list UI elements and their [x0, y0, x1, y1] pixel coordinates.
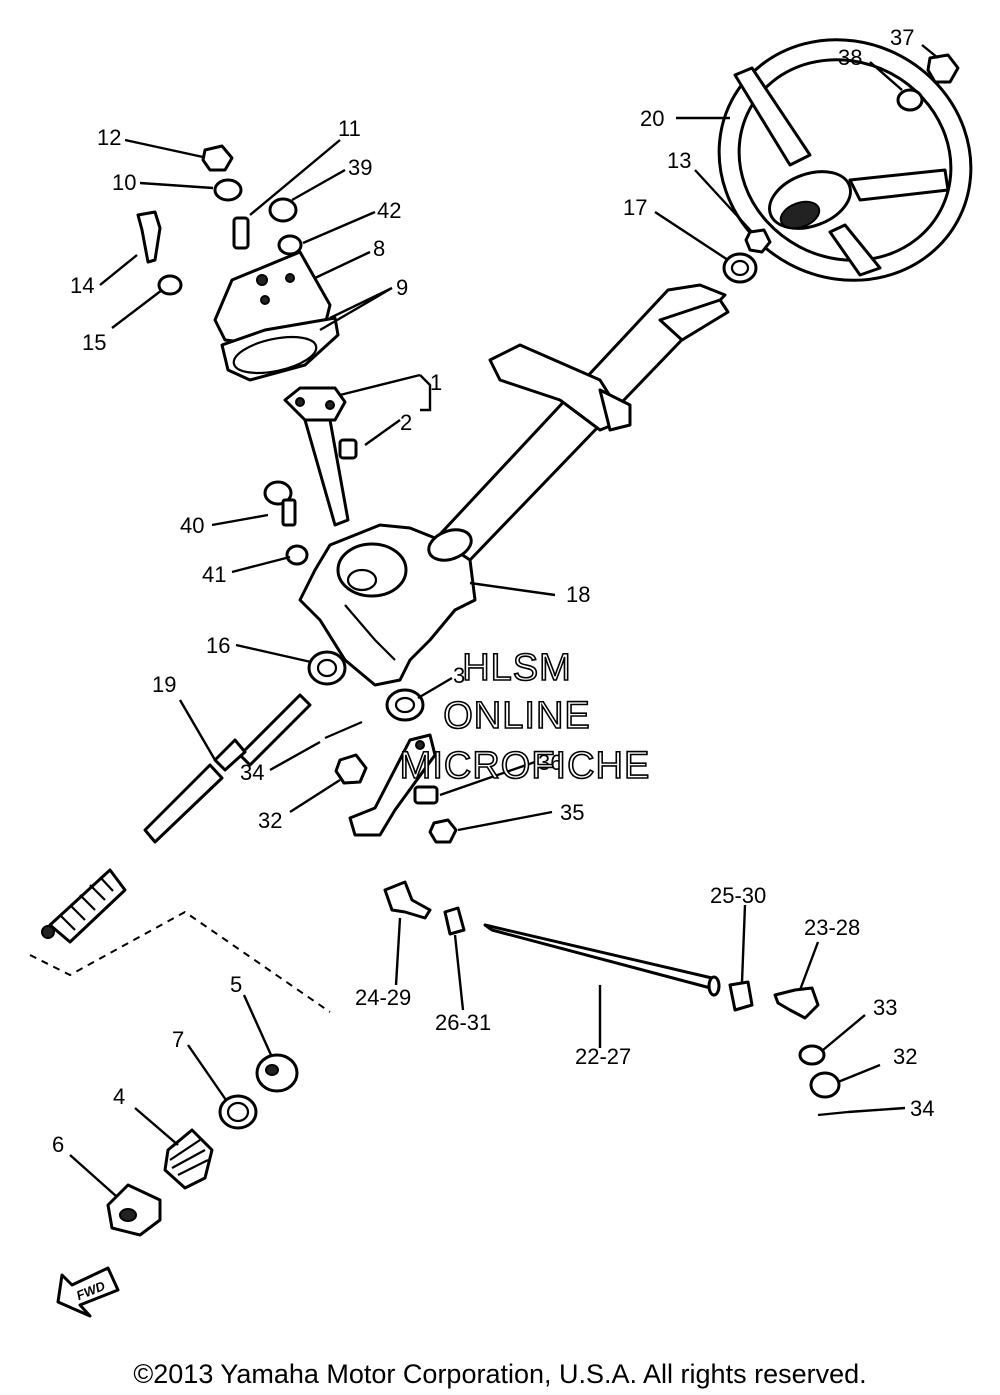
callout-35: 35 — [560, 800, 584, 825]
bolt-14 — [136, 210, 162, 264]
callout-16: 16 — [206, 633, 230, 658]
callout-6: 6 — [52, 1132, 64, 1157]
callout-8: 8 — [373, 236, 385, 261]
callout-34a: 34 — [240, 760, 264, 785]
dashed-bracket — [29, 910, 331, 1013]
washer-10 — [213, 178, 243, 202]
callout-37: 37 — [890, 25, 914, 50]
callout-42: 42 — [377, 198, 401, 223]
callout-36: 36 — [538, 750, 562, 775]
callout-14: 14 — [70, 273, 94, 298]
callout-1: 1 — [430, 370, 442, 395]
callout-39: 39 — [348, 155, 372, 180]
cotter-pin-34b — [817, 1110, 849, 1117]
bearing-3 — [385, 688, 425, 722]
callout-41: 41 — [202, 562, 226, 587]
callout-3: 3 — [453, 663, 465, 688]
callout-labels: 37 38 20 13 17 12 11 39 10 42 8 9 14 15 … — [52, 25, 934, 1157]
nut-32a — [334, 753, 368, 785]
worm-shaft — [41, 693, 312, 944]
washer-42 — [277, 234, 303, 256]
tie-rod-22-27 — [483, 923, 721, 997]
nut-32b — [809, 1071, 841, 1099]
callout-12: 12 — [97, 125, 121, 150]
callout-38: 38 — [838, 45, 862, 70]
bushing-17 — [722, 252, 758, 284]
plug-39 — [268, 197, 298, 223]
ball-joint-23-28 — [773, 986, 820, 1020]
callout-18: 18 — [566, 582, 590, 607]
callout-40: 40 — [180, 513, 204, 538]
upper-cover-assembly — [213, 250, 340, 382]
washer-33 — [798, 1044, 826, 1066]
callout-23-28: 23-28 — [804, 915, 860, 940]
nut-12 — [201, 144, 234, 172]
pitman-arm — [348, 733, 437, 837]
callout-5: 5 — [230, 972, 242, 997]
callout-26-31: 26-31 — [435, 1010, 491, 1035]
bolt-36 — [413, 785, 439, 805]
callout-32b: 32 — [893, 1044, 917, 1069]
bearing-16 — [307, 650, 347, 686]
nut-35 — [428, 818, 458, 844]
watermark: HLSM ONLINE MICROFICHE — [399, 646, 651, 788]
leader-lines — [69, 44, 939, 1197]
nut-13 — [744, 228, 772, 254]
callout-34b: 34 — [910, 1096, 934, 1121]
callout-20: 20 — [640, 106, 664, 131]
washer-41 — [285, 544, 309, 566]
callout-32a: 32 — [258, 808, 282, 833]
callout-19: 19 — [152, 672, 176, 697]
callout-17: 17 — [623, 195, 647, 220]
washer-38 — [896, 88, 924, 112]
callout-4: 4 — [113, 1084, 125, 1109]
locknut-25-30 — [728, 980, 754, 1012]
callout-25-30: 25-30 — [710, 883, 766, 908]
watermark-line-2: ONLINE — [443, 695, 590, 737]
washer-15 — [157, 274, 183, 296]
callout-7: 7 — [172, 1027, 184, 1052]
watermark-line-3: MICROFICHE — [400, 745, 651, 787]
callout-11: 11 — [338, 116, 361, 141]
callout-10: 10 — [112, 170, 136, 195]
bearing-5 — [255, 1053, 299, 1093]
gear-box-housing — [298, 523, 477, 687]
bolt-2 — [338, 438, 358, 460]
locknut-26-31 — [443, 906, 466, 936]
watermark-line-1: HLSM — [462, 647, 572, 689]
fwd-arrow-icon: FWD — [56, 1266, 120, 1318]
bolt-11 — [232, 216, 250, 250]
cotter-pin-34a — [324, 720, 363, 740]
callout-33: 33 — [873, 995, 897, 1020]
callout-2: 2 — [400, 410, 412, 435]
seal-7 — [218, 1094, 258, 1130]
copyright-notice: ©2013 Yamaha Motor Corporation, U.S.A. A… — [133, 1359, 866, 1389]
adjuster-6 — [106, 1183, 162, 1237]
callout-9: 9 — [396, 275, 408, 300]
callout-22-27: 22-27 — [575, 1044, 631, 1069]
ball-joint-24-29 — [383, 880, 432, 920]
callout-15: 15 — [82, 330, 106, 355]
steering-column — [428, 283, 730, 562]
plug-40 — [263, 480, 297, 527]
sector-shaft — [283, 386, 350, 527]
callout-13: 13 — [667, 148, 691, 173]
callout-24-29: 24-29 — [355, 985, 411, 1010]
nut-37 — [926, 53, 960, 84]
